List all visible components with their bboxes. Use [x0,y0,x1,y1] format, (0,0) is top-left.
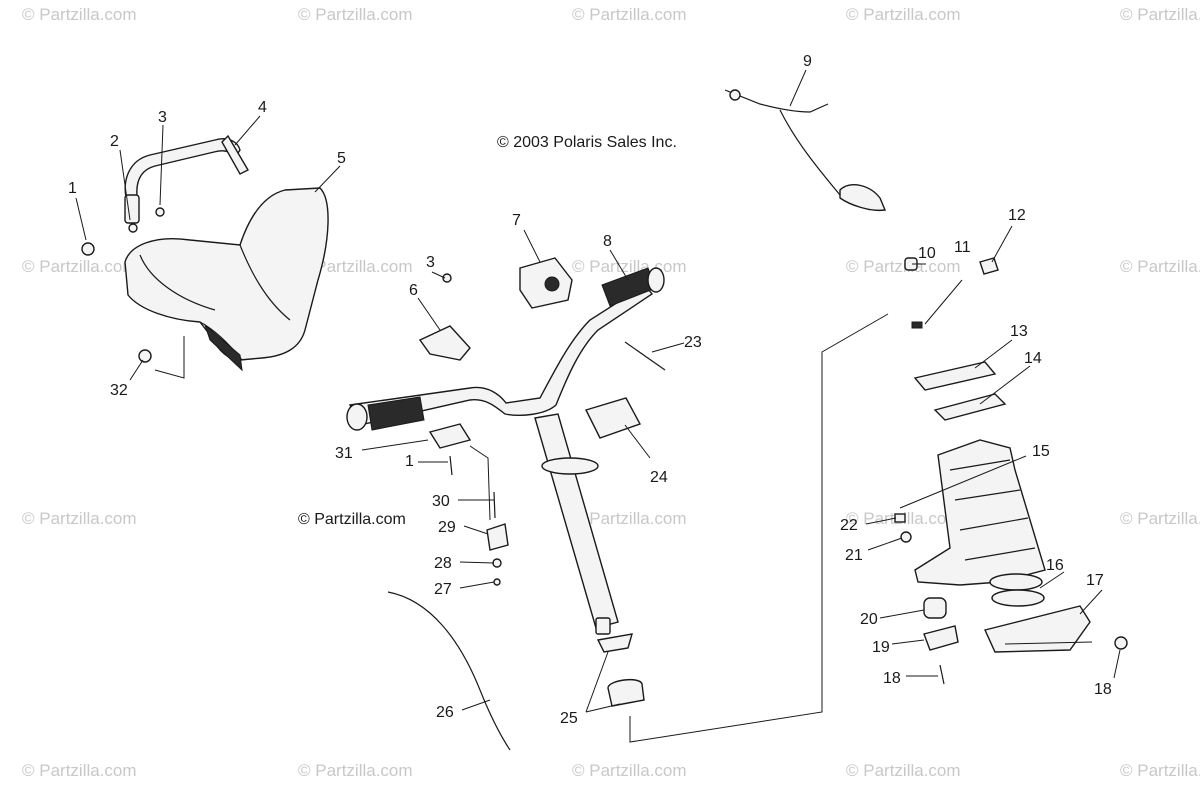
callout-label: 9 [803,53,812,70]
callout-label: 2 [110,133,119,150]
callout-label: 6 [409,282,418,299]
callout-label: 5 [337,150,346,167]
watermark-layer: © Partzilla.com © Partzilla.com © Partzi… [22,5,1200,780]
leader-lines [75,69,1121,713]
callout-label: 27 [434,581,452,598]
callout-label: 12 [1008,207,1026,224]
bushing-upper [596,633,633,653]
bolt-icon [939,664,945,685]
washer-icon [492,558,502,568]
clamp [428,423,472,449]
bolt-icon [1114,636,1128,650]
callout-label: 4 [258,99,267,116]
bushing [923,597,947,619]
nut-icon [442,273,452,283]
plate [933,393,1007,421]
plate [913,361,997,391]
watermark: © Partzilla.com [298,761,413,780]
pin [624,341,666,371]
switch-housing [519,257,573,309]
washer-icon [989,573,1043,591]
callout-label: 17 [1086,572,1104,589]
callout-label: 20 [860,611,878,628]
bushing-lower [607,678,645,707]
callout-label: 29 [438,519,456,536]
callout-label: 13 [1010,323,1028,340]
watermark: © Partzilla.com [298,257,413,276]
lever [486,523,509,551]
callout-label: 28 [434,555,452,572]
mount-plate [984,605,1091,653]
watermark: © Partzilla.com [572,257,687,276]
callout-label: 18 [1094,681,1112,698]
watermark: © Partzilla.com [1120,761,1200,780]
riser-column [534,413,619,635]
watermark: © Partzilla.com [1120,509,1200,528]
callout-label: 22 [840,517,858,534]
watermark: © Partzilla.com [22,761,137,780]
callout-label: 21 [845,547,863,564]
watermark: © Partzilla.com [572,761,687,780]
bolt-icon [138,349,152,363]
callout-label: 15 [1032,443,1050,460]
callout-label: 10 [918,245,936,262]
washer-icon [991,589,1045,607]
grab-handle [124,134,249,224]
callout-label: 31 [335,445,353,462]
watermark: © Partzilla.com [1120,5,1200,24]
watermark: © Partzilla.com [1120,257,1200,276]
callout-label: 7 [512,212,521,229]
callout-label: 25 [560,710,578,727]
bolt-icon [449,455,453,476]
callout-label: 24 [650,469,668,486]
throttle-cable [387,591,511,751]
nut-icon [894,513,906,523]
nut-icon [155,207,165,217]
callout-label: 8 [603,233,612,250]
callout-label: 19 [872,639,890,656]
cover-block [585,397,642,439]
watermark: © Partzilla.com [22,257,137,276]
callout-label: 32 [110,382,128,399]
callout-labels: 1 2 3 4 5 32 3 6 7 8 9 10 11 12 13 14 23… [68,53,1112,727]
nut-icon [493,578,501,586]
callout-label: 23 [684,334,702,351]
bolt-icon [81,242,95,256]
callout-label: 3 [426,254,435,271]
watermark: © Partzilla.com [572,5,687,24]
watermark: © Partzilla.com [846,761,961,780]
callout-label: 30 [432,493,450,510]
copyright-notice: © 2003 Polaris Sales Inc. [497,134,677,151]
watermark: © Partzilla.com [22,5,137,24]
inline-watermark: © Partzilla.com [298,511,406,528]
callout-label: 18 [883,670,901,687]
watermark: © Partzilla.com [846,5,961,24]
steering-post [914,439,1046,586]
callout-label: 1 [68,180,77,197]
callout-label: 11 [954,239,971,256]
watermark: © Partzilla.com [298,5,413,24]
bolt-icon [493,491,496,519]
handlebar [346,267,665,431]
watermark: © Partzilla.com [22,509,137,528]
knob [979,257,999,275]
callout-label: 1 [405,453,414,470]
seat [124,187,329,372]
callout-label: 26 [436,704,454,721]
safety-lanyard [724,89,886,212]
washer-icon [128,223,138,233]
bracket [418,325,471,361]
callout-label: 16 [1046,557,1064,574]
spring-icon [911,321,923,329]
clip [923,625,959,651]
callout-label: 3 [158,109,167,126]
callout-label: 14 [1024,350,1042,367]
watermark: © Partzilla.com [572,509,687,528]
nut-icon [900,531,912,543]
watermark: © Partzilla.com [846,257,961,276]
